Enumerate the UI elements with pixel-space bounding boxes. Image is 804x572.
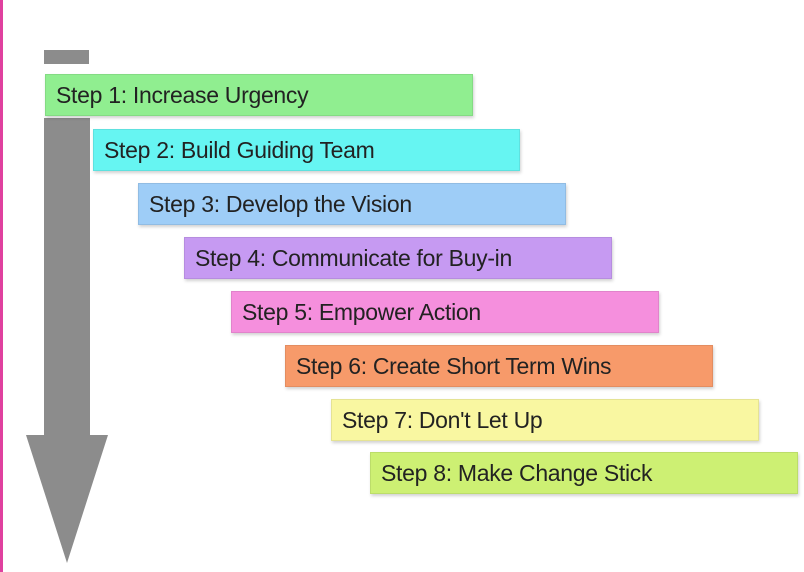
step-2: Step 2: Build Guiding Team [93, 129, 520, 171]
step-7: Step 7: Don't Let Up [331, 399, 759, 441]
step-6: Step 6: Create Short Term Wins [285, 345, 713, 387]
step-8: Step 8: Make Change Stick [370, 452, 798, 494]
step-3: Step 3: Develop the Vision [138, 183, 566, 225]
arrow-tail-dash [44, 50, 89, 64]
down-arrow-shape [26, 118, 108, 563]
step-4: Step 4: Communicate for Buy-in [184, 237, 612, 279]
left-border [0, 0, 3, 572]
step-5: Step 5: Empower Action [231, 291, 659, 333]
step-1: Step 1: Increase Urgency [45, 74, 473, 116]
